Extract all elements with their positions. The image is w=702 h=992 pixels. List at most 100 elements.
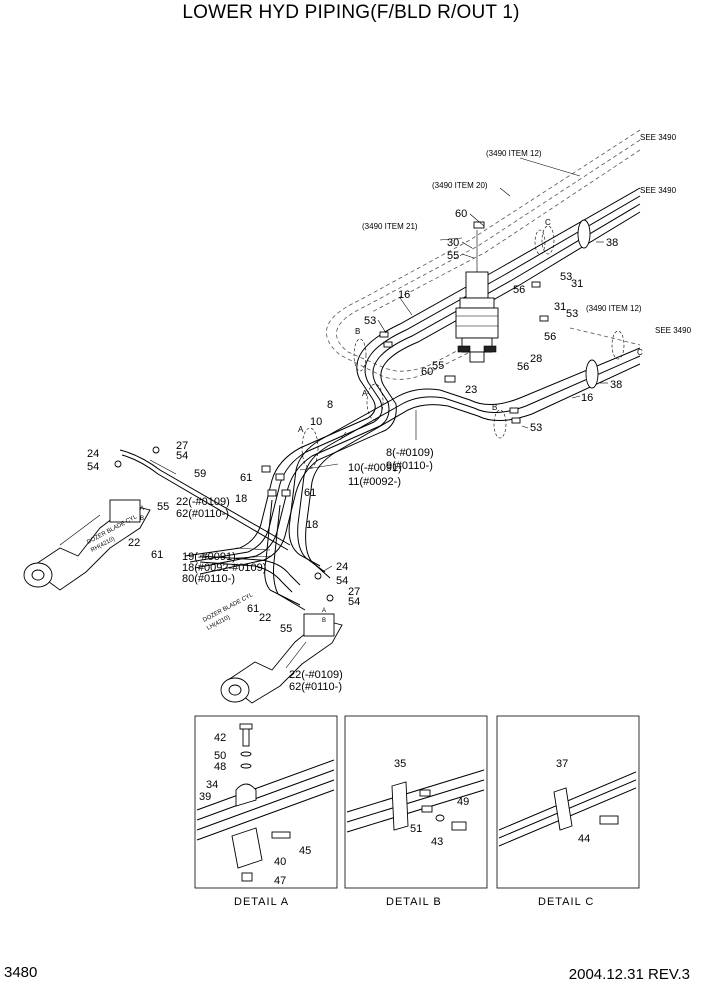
detail-a-box	[194, 715, 338, 889]
ghost-pipes	[326, 129, 641, 380]
callout-8-range: 8(-#0109)	[386, 447, 434, 459]
callout-dc-37: 37	[556, 758, 568, 770]
callout-18-b: 18	[306, 519, 318, 531]
callout-27-mid: 27	[348, 586, 360, 598]
page-number: 3480	[4, 964, 38, 981]
callout-54-left: 54	[87, 461, 99, 473]
clamp-top	[541, 219, 591, 255]
callout-53-top: 53	[364, 315, 376, 327]
callout-62-range-b: 62(#0110-)	[289, 681, 342, 693]
callout-da-45: 45	[299, 845, 311, 857]
detail-b-caption: DETAIL B	[386, 896, 442, 908]
callout-59: 59	[194, 468, 206, 480]
marker-b-top: B	[355, 327, 360, 336]
callout-dc-44: 44	[578, 833, 590, 845]
detail-c-caption: DETAIL C	[538, 896, 594, 908]
callout-53-c: 53	[566, 308, 578, 320]
callout-53-b: 53	[560, 271, 572, 283]
upper-hose-bundle	[184, 187, 641, 575]
detail-b-box	[344, 715, 488, 889]
callout-54-top: 54	[176, 450, 188, 462]
marker-a-1: A	[362, 389, 368, 398]
dozer-cylinder-rh	[23, 499, 151, 591]
callout-80-range: 80(#0110-)	[182, 573, 235, 585]
marker-b-lh: B	[322, 618, 326, 624]
callout-61-a: 61	[240, 472, 252, 484]
marker-a-2: A	[298, 425, 304, 434]
callout-24-left: 24	[87, 448, 99, 460]
ref-see-top: SEE 3490	[640, 133, 677, 142]
callout-24-mid: 24	[336, 561, 348, 573]
callout-55-left: 55	[157, 501, 169, 513]
callout-19-range: 19(-#0091)	[182, 551, 236, 563]
callout-55-low: 55	[280, 623, 292, 635]
marker-a-lh: A	[322, 608, 326, 614]
lower-hose-bundle	[288, 347, 641, 579]
callout-16-top: 16	[398, 289, 410, 301]
marker-b-rh: B	[140, 516, 144, 522]
callout-da-42: 42	[214, 732, 226, 744]
callout-10: 10	[310, 416, 322, 428]
callout-8: 8	[327, 399, 333, 411]
callout-60-top: 60	[455, 208, 467, 220]
callout-9-range: 9(#0110-)	[386, 460, 433, 472]
callout-22-left: 22	[128, 537, 140, 549]
ref-item20: (3490 ITEM 20)	[432, 181, 488, 190]
callout-56-b: 56	[544, 331, 556, 343]
callout-16-right: 16	[581, 392, 593, 404]
callout-18-a: 18	[235, 493, 247, 505]
ref-see-mid: SEE 3490	[640, 186, 677, 195]
callout-55-top: 55	[447, 250, 459, 262]
fittings	[114, 221, 549, 602]
callout-da-39: 39	[199, 791, 211, 803]
callout-61-low: 61	[247, 603, 259, 615]
callout-27-top: 27	[176, 440, 188, 452]
callout-28: 28	[530, 353, 542, 365]
ref-item12-right: (3490 ITEM 12)	[586, 304, 642, 313]
clamp-right	[585, 330, 625, 389]
callout-11-range: 11(#0092-)	[348, 476, 401, 488]
callout-da-50: 50	[214, 750, 226, 762]
callout-56-a: 56	[513, 284, 525, 296]
callout-da-47: 47	[274, 875, 286, 887]
callout-da-48: 48	[214, 761, 226, 773]
callout-22-range-a: 22(-#0109)	[176, 496, 230, 508]
leader-lines	[149, 157, 608, 669]
callout-22-low: 22	[259, 612, 271, 624]
marker-a-rh: A	[140, 506, 144, 512]
swivel-joint	[455, 230, 499, 363]
callout-60-mid: 60	[421, 366, 433, 378]
callout-da-40: 40	[274, 856, 286, 868]
callout-db-43: 43	[431, 836, 443, 848]
page-title: LOWER HYD PIPING(F/BLD R/OUT 1)	[182, 2, 520, 23]
callout-54-mid: 54	[336, 575, 348, 587]
detail-c-box	[496, 715, 640, 889]
view-markers	[301, 229, 546, 469]
callout-18-range: 18(#0092-#0109)	[182, 562, 266, 574]
callout-31-b: 31	[554, 301, 566, 313]
callout-61-b: 61	[304, 487, 316, 499]
callout-62-range-a: 62(#0110-)	[176, 508, 229, 520]
callout-53-right: 53	[530, 422, 542, 434]
callout-30: 30	[447, 237, 459, 249]
ref-item21: (3490 ITEM 21)	[362, 222, 418, 231]
dozer-cylinder-lh	[220, 613, 343, 704]
callout-31-a: 31	[571, 278, 583, 290]
callout-db-51: 51	[410, 823, 422, 835]
callout-61-left: 61	[151, 549, 163, 561]
callout-db-35: 35	[394, 758, 406, 770]
marker-c-top: C	[545, 218, 551, 227]
callout-23: 23	[465, 384, 477, 396]
marker-b-right: B	[492, 403, 497, 412]
pipe-59	[119, 449, 291, 551]
callout-54-mid2: 54	[348, 596, 360, 608]
detail-a-caption: DETAIL A	[234, 896, 289, 908]
callout-db-49: 49	[457, 796, 469, 808]
callout-38-bot: 38	[610, 379, 622, 391]
ref-see-right: SEE 3490	[655, 326, 692, 335]
date-revision: 2004.12.31 REV.3	[568, 966, 690, 983]
callout-55-mid: 55	[432, 360, 444, 372]
ref-item12-top: (3490 ITEM 12)	[486, 149, 542, 158]
callout-da-34: 34	[206, 779, 218, 791]
